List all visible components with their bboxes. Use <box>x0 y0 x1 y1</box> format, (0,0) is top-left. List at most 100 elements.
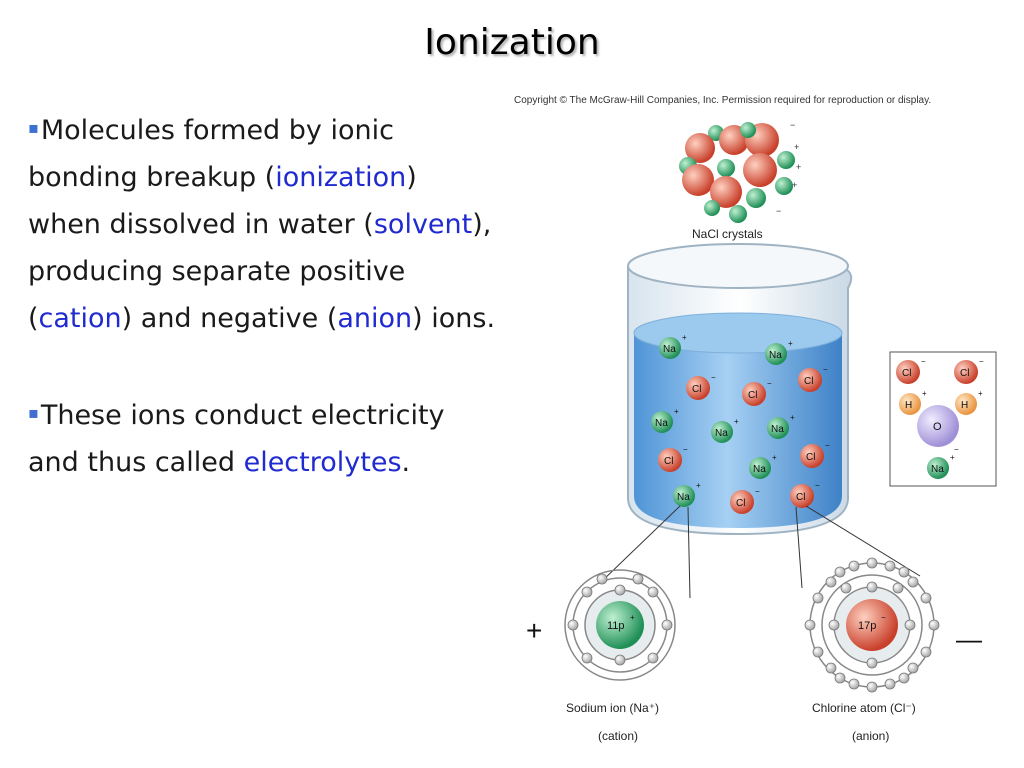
svg-text:+: + <box>630 613 635 622</box>
ionization-diagram: Copyright © The McGraw-Hill Companies, I… <box>514 95 997 743</box>
hydrogen-atom <box>955 393 977 415</box>
leader-line <box>687 506 691 599</box>
svg-text:Na: Na <box>677 492 690 503</box>
svg-text:Na: Na <box>769 350 782 361</box>
ionization-figure: Copyright © The McGraw-Hill Companies, I… <box>500 88 1024 768</box>
svg-text:H: H <box>905 400 912 411</box>
keyword-cation: cation <box>38 303 122 334</box>
chloride-ion: Cl− <box>790 481 820 508</box>
svg-text:−: − <box>954 445 959 454</box>
svg-text:Cl: Cl <box>902 368 911 379</box>
sodium-ion: Na+ <box>659 333 687 359</box>
bullet-text: Molecules formed by ionic bonding breaku… <box>28 115 394 193</box>
svg-text:−: − <box>823 365 828 374</box>
svg-text:+: + <box>696 481 701 490</box>
charge-label: − <box>790 120 795 130</box>
beaker <box>627 243 853 536</box>
water-molecule: O H + H + − <box>899 389 983 454</box>
sodium-ion: Na + <box>765 339 793 365</box>
svg-text:+: + <box>788 339 793 348</box>
svg-text:+: + <box>922 389 927 398</box>
chlorine-atom <box>710 176 742 208</box>
slide-title: Ionization <box>424 22 600 63</box>
svg-text:Cl: Cl <box>736 498 745 509</box>
sodium-atom <box>746 188 766 208</box>
chlorine-atom <box>743 153 777 187</box>
chloride-ion: Cl − <box>798 365 828 392</box>
svg-text:Cl: Cl <box>664 456 673 467</box>
bullet-text: ) when dissolved in water ( <box>28 162 417 240</box>
water <box>634 333 842 528</box>
chloride-ion: Cl − <box>742 379 772 406</box>
svg-text:−: − <box>815 481 820 490</box>
svg-text:+: + <box>674 407 679 416</box>
keyword-anion: anion <box>337 303 413 334</box>
svg-text:−: − <box>825 441 830 450</box>
svg-text:+: + <box>682 333 687 342</box>
svg-text:−: − <box>711 373 716 382</box>
svg-text:Na: Na <box>771 424 784 435</box>
charge-label: + <box>794 142 799 152</box>
sodium-nucleus-label: 11p <box>607 620 625 632</box>
charge-label: + <box>796 162 801 172</box>
svg-text:−: − <box>921 357 926 366</box>
svg-text:Cl: Cl <box>748 390 757 401</box>
bullet-text: ) and negative ( <box>121 303 338 334</box>
chloride-ion: Cl − <box>896 357 926 384</box>
bullet-marker: ▪ <box>28 118 39 137</box>
electron-shell-dots <box>804 557 940 693</box>
svg-text:−: − <box>683 445 688 454</box>
chlorine-caption: Chlorine atom (Cl⁻) <box>812 701 916 715</box>
chlorine-nucleus <box>846 599 898 651</box>
charge-label: + <box>792 180 797 190</box>
bullet-marker: ▪ <box>28 403 39 422</box>
chlorine-atom <box>682 164 714 196</box>
svg-text:+: + <box>790 413 795 422</box>
chloride-ion: Cl − <box>800 441 830 468</box>
svg-text:H: H <box>961 400 968 411</box>
sodium-atom <box>775 177 793 195</box>
svg-text:Na: Na <box>715 428 728 439</box>
chloride-ion: Cl − <box>658 445 688 472</box>
bullet-text: These ions conduct electricity and thus … <box>28 400 445 478</box>
sodium-ion-model: 11p + <box>564 569 676 681</box>
sodium-atom <box>740 122 756 138</box>
chloride-ion: Cl − <box>730 487 760 514</box>
svg-text:−: − <box>767 379 772 388</box>
sodium-ion: Na + <box>711 417 739 443</box>
svg-text:Cl: Cl <box>692 384 701 395</box>
nacl-crystal: − + + + − <box>679 120 801 223</box>
sodium-caption: Sodium ion (Na⁺) <box>566 701 659 715</box>
leader-line <box>795 506 803 589</box>
negative-sign: — <box>956 624 982 654</box>
sodium-atom <box>704 200 720 216</box>
cation-caption: (cation) <box>598 729 638 743</box>
bullet-item-electrolytes: ▪These ions conduct electricity and thus… <box>28 389 498 486</box>
svg-text:−: − <box>881 613 886 622</box>
sodium-atom <box>777 151 795 169</box>
chlorine-atom-model: 17p − <box>804 557 940 693</box>
bullet-item-ionization: ▪Molecules formed by ionic bonding break… <box>28 104 498 342</box>
keyword-solvent: solvent <box>373 209 473 240</box>
copyright-notice: Copyright © The McGraw-Hill Companies, I… <box>514 95 931 106</box>
chlorine-nucleus-label: 17p <box>858 620 876 632</box>
svg-text:Cl: Cl <box>804 376 813 387</box>
svg-text:Cl: Cl <box>806 452 815 463</box>
svg-text:Na: Na <box>931 464 944 475</box>
chloride-ion: Cl − <box>686 373 716 400</box>
bullet-text: ) ions. <box>412 303 496 334</box>
svg-text:−: − <box>979 357 984 366</box>
electron-shell-dots <box>567 573 673 666</box>
svg-text:+: + <box>734 417 739 426</box>
svg-text:+: + <box>978 389 983 398</box>
positive-sign: + <box>526 615 542 646</box>
svg-text:−: − <box>755 487 760 496</box>
dissolved-ions: Na+ Na+ Cl− Cl− Cl− Na+ Na+ Na+ Cl− Cl− … <box>651 333 830 514</box>
anion-caption: (anion) <box>852 729 889 743</box>
chlorine-atom <box>685 133 715 163</box>
sodium-ion: Na + <box>673 481 701 507</box>
keyword-ionization: ionization <box>275 162 407 193</box>
svg-text:+: + <box>950 453 955 462</box>
sodium-ion: Na + <box>767 413 795 439</box>
sodium-nucleus <box>596 601 644 649</box>
